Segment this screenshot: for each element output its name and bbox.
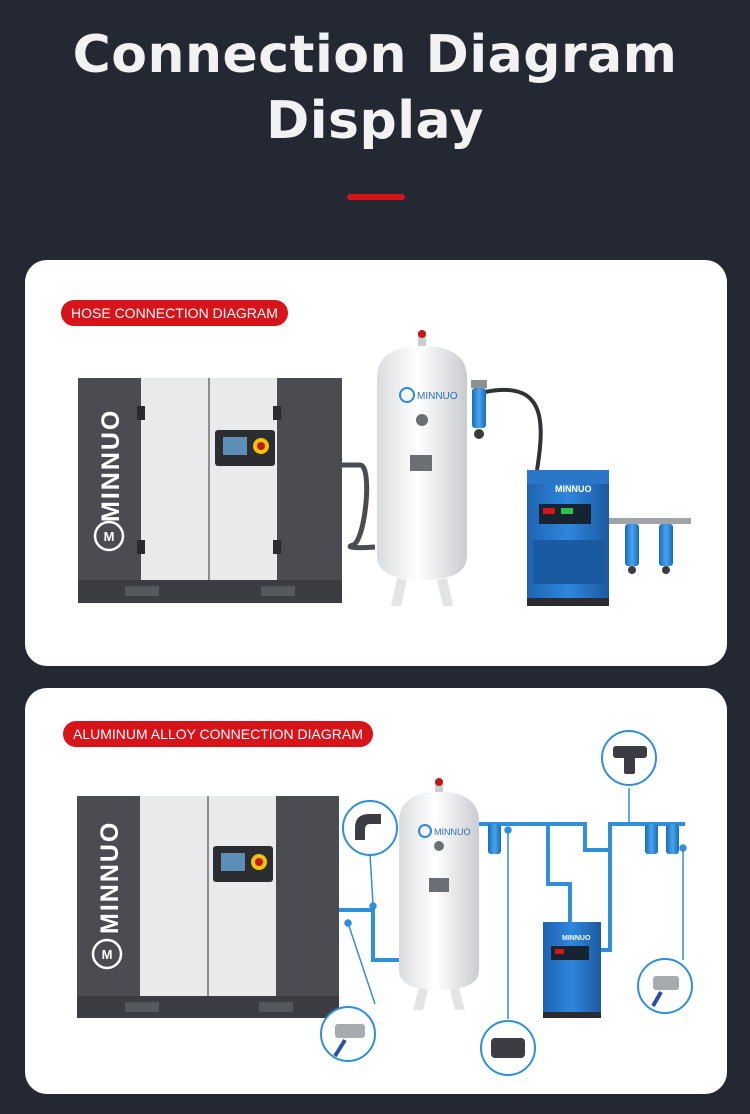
aluminum-connection-card: MINNUO M MINNUO <box>25 688 727 1094</box>
refrigerated-air-dryer: MINNUO <box>527 470 609 606</box>
callout-leaders <box>344 788 687 1019</box>
svg-text:M: M <box>104 529 115 544</box>
compressor-brand-text: MINNUO <box>97 409 125 522</box>
air-compressor: MINNUO M <box>78 378 342 603</box>
air-receiver-tank: MINNUO <box>399 778 479 1010</box>
air-compressor: MINNUO M <box>77 796 339 1018</box>
air-receiver-tank: MINNUO <box>377 330 467 606</box>
refrigerated-air-dryer: MINNUO <box>543 922 601 1018</box>
tank-brand-text: MINNUO <box>434 827 471 837</box>
svg-text:M: M <box>102 947 113 962</box>
title-accent-bar <box>347 194 405 200</box>
elbow-fitting-callout <box>342 800 398 856</box>
line-filter-group <box>488 824 679 854</box>
dryer-brand-text: MINNUO <box>562 935 591 942</box>
pipe-clamp-callout <box>480 1020 536 1076</box>
ball-valve-callout <box>320 1006 376 1062</box>
aluminum-diagram-badge: ALUMINUM ALLOY CONNECTION DIAGRAM <box>63 721 373 747</box>
title-line-1: Connection Diagram <box>72 25 678 85</box>
drain-valve-callout <box>637 958 693 1014</box>
tank-brand-text: MINNUO <box>417 391 458 402</box>
aluminum-connection-scene: MINNUO M MINNUO <box>77 730 693 1076</box>
hose-connection-card: MINNUO M MINNUO MINN <box>25 260 727 666</box>
tee-fitting-callout <box>601 730 657 786</box>
hose-diagram-badge: HOSE CONNECTION DIAGRAM <box>61 300 288 326</box>
hose-connection-scene: MINNUO M MINNUO MINN <box>78 330 691 606</box>
page-title: Connection Diagram Display <box>0 22 750 154</box>
title-line-2: Display <box>266 91 484 151</box>
aluminum-pipe-network <box>339 822 685 962</box>
outlet-filter-group <box>609 518 691 574</box>
dryer-brand-text: MINNUO <box>555 484 592 494</box>
line-filter <box>471 380 487 439</box>
compressor-brand-text: MINNUO <box>96 821 124 934</box>
